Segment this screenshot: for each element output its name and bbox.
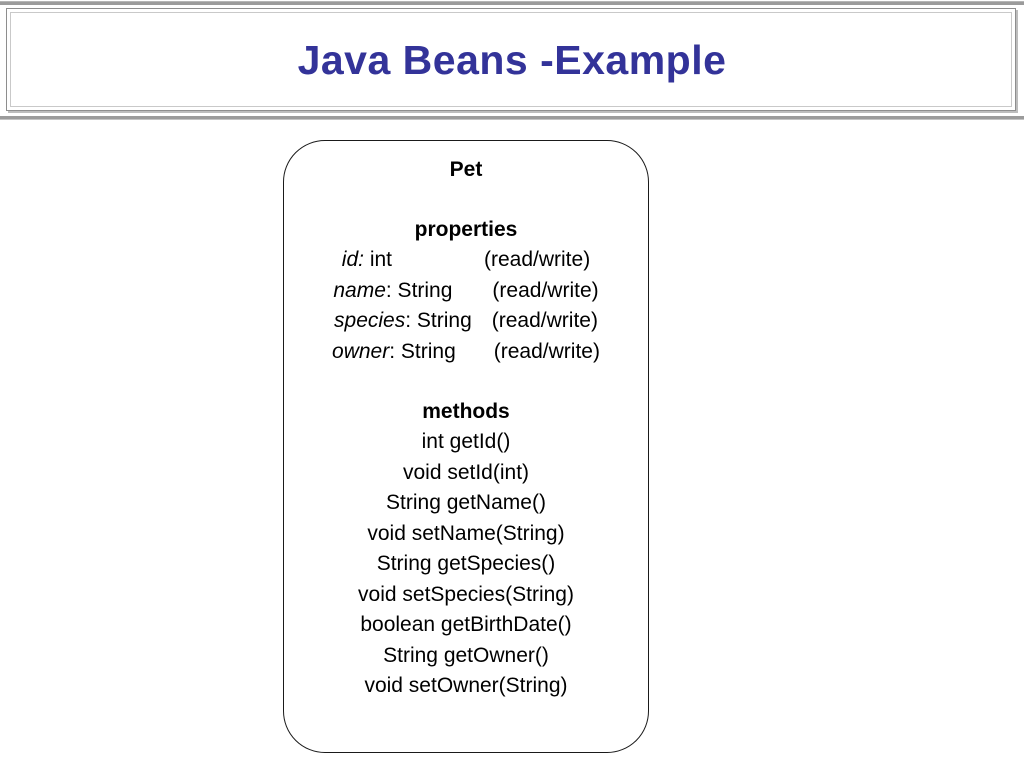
method-row: void setOwner(String) bbox=[364, 674, 568, 697]
spacer-after-class-name bbox=[284, 185, 648, 215]
methods-section-heading: methods bbox=[422, 400, 510, 423]
property-row: id: int (read/write) bbox=[284, 245, 648, 276]
method-row: String getName() bbox=[386, 491, 546, 514]
property-type: int bbox=[363, 248, 392, 271]
methods-list: int getId() void setId(int) String getName… bbox=[284, 427, 648, 702]
slide-title-frame: Java Beans -Example bbox=[0, 0, 1024, 122]
property-name: owner bbox=[332, 339, 390, 363]
title-box: Java Beans -Example bbox=[6, 8, 1016, 111]
property-row: owner: String (read/write) bbox=[284, 337, 648, 368]
method-row: int getId() bbox=[421, 430, 511, 453]
class-diagram-box: Pet properties id: int(read/write)name: … bbox=[283, 140, 649, 753]
method-row: void setId(int) bbox=[402, 460, 530, 484]
property-row: species: String (read/write) bbox=[284, 306, 648, 337]
method-row: void setSpecies(String) bbox=[358, 582, 574, 606]
property-access: (read/write) bbox=[493, 339, 600, 363]
method-row: void setName(String) bbox=[367, 521, 565, 545]
property-type: : String bbox=[405, 309, 472, 332]
property-type: : String bbox=[385, 278, 453, 302]
property-name: id: bbox=[341, 248, 364, 271]
property-name: species bbox=[334, 309, 406, 332]
property-access: (read/write) bbox=[492, 278, 599, 302]
method-row: String getSpecies() bbox=[376, 552, 556, 575]
title-frame-top-rule bbox=[0, 1, 1024, 5]
property-type: : String bbox=[389, 339, 456, 363]
page-title: Java Beans -Example bbox=[297, 37, 727, 83]
method-row: String getOwner() bbox=[383, 643, 549, 667]
class-diagram-content: Pet properties id: int(read/write)name: … bbox=[284, 155, 648, 702]
property-name: name bbox=[333, 278, 386, 302]
method-row: boolean getBirthDate() bbox=[360, 613, 572, 636]
property-access: (read/write) bbox=[491, 309, 598, 332]
property-row: name: String (read/write) bbox=[284, 276, 648, 307]
title-box-inner-border bbox=[10, 12, 1012, 107]
class-name-heading: Pet bbox=[449, 158, 483, 181]
title-frame-bottom-rule bbox=[0, 116, 1024, 120]
spacer-before-methods bbox=[284, 367, 648, 397]
properties-section-heading: properties bbox=[414, 218, 518, 241]
property-access: (read/write) bbox=[484, 248, 591, 271]
properties-list: id: int(read/write)name: String(read/wri… bbox=[284, 245, 648, 367]
